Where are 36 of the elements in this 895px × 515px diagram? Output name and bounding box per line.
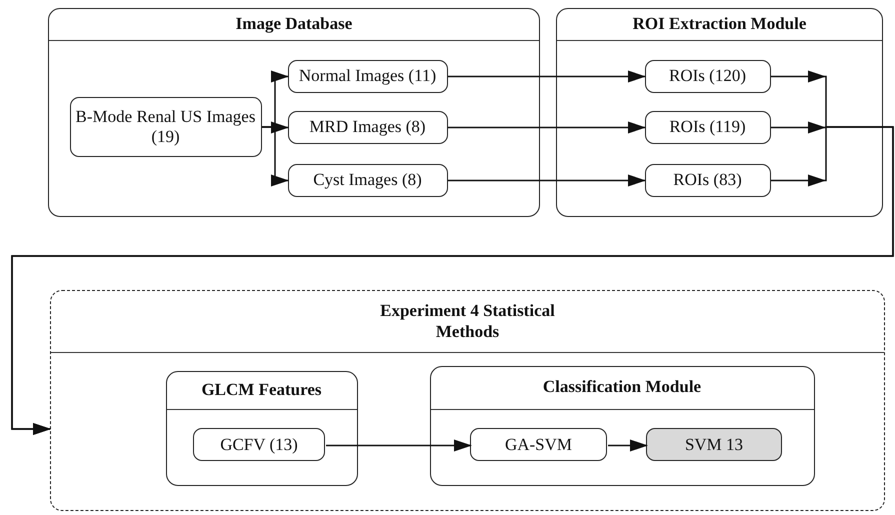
process-box (644, 110, 770, 144)
arrow (262, 126, 289, 186)
process-box (644, 60, 770, 92)
panel-heading: ROI Extraction Module (632, 14, 806, 35)
module-panel (50, 290, 885, 511)
panel-heading: GLCM Features (201, 380, 322, 400)
box-label: ROIs (83) (673, 170, 742, 190)
arrow (448, 122, 646, 134)
process-box (470, 428, 607, 461)
box-label: GA-SVM (504, 434, 572, 454)
process-box (288, 60, 448, 92)
process-box (288, 164, 448, 196)
box-label: ROIs (120) (669, 66, 746, 86)
arrow (448, 174, 646, 186)
arrow (608, 440, 648, 452)
panel-heading: Image Database (236, 14, 352, 35)
arrow (326, 440, 472, 452)
process-box (70, 96, 262, 156)
arrow (448, 70, 646, 82)
module-panel (48, 8, 540, 217)
box-label: Normal Images (11) (298, 66, 436, 86)
panel-heading: Experiment 4 Statistical Methods (379, 301, 556, 342)
box-label: B-Mode Renal US Images (19) (74, 106, 256, 146)
process-box (644, 164, 770, 196)
process-box (193, 428, 325, 461)
module-panel (556, 8, 883, 217)
box-label: Cyst Images (8) (313, 170, 422, 190)
module-panel (430, 366, 814, 486)
box-label: GCFV (13) (220, 434, 298, 454)
module-panel (166, 370, 358, 486)
process-box (646, 428, 782, 461)
panel-heading: Classification Module (542, 377, 702, 398)
process-box (288, 110, 448, 144)
box-label: ROIs (119) (669, 117, 746, 137)
box-label: MRD Images (8) (309, 117, 426, 137)
box-label: SVM 13 (684, 434, 744, 454)
